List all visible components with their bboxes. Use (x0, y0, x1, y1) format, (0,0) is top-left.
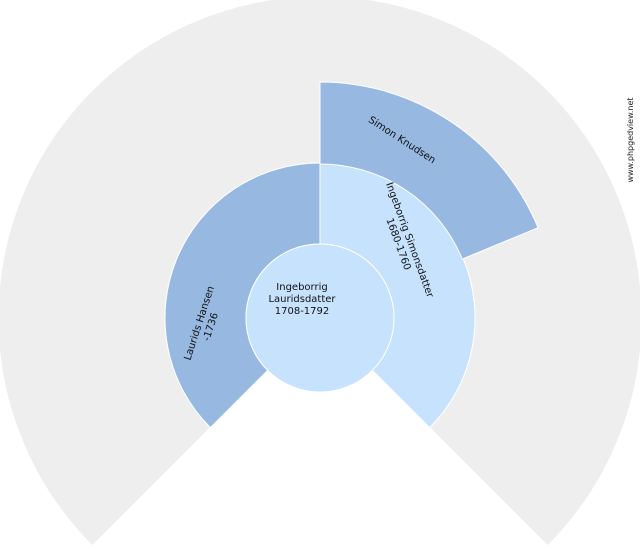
root-label: Ingeborrig Lauridsdatter 1708-1792 (268, 282, 336, 317)
watermark: www.phpgedview.net (626, 97, 635, 182)
maternal-grandfather-sector[interactable] (319, 81, 539, 260)
root-surname: Lauridsdatter (268, 294, 336, 305)
root-given-name: Ingeborrig (276, 282, 327, 293)
root-dates: 1708-1792 (275, 306, 330, 317)
root-person-circle[interactable] (245, 243, 395, 393)
